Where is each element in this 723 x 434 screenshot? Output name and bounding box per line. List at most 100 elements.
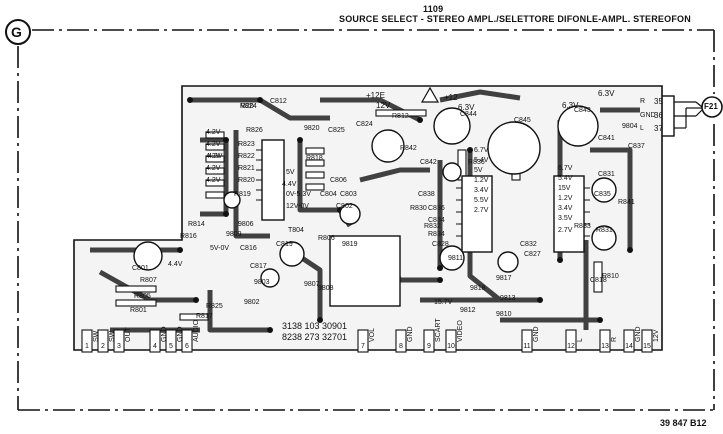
bottom-pin-number: 4: [153, 343, 157, 350]
component-designator: R805: [134, 293, 151, 300]
bottom-pin-number: 14: [625, 343, 633, 350]
bottom-pin-label: SCART: [435, 318, 442, 342]
supply-label: +12: [444, 93, 458, 102]
component-designator: C841: [598, 135, 615, 142]
component-designator: T804: [288, 227, 304, 234]
component-designator: C818: [590, 277, 607, 284]
bottom-pin-label: VIDEO: [457, 320, 464, 342]
connector-pin-number: 36: [654, 111, 663, 120]
ic-packages: [261, 139, 585, 307]
voltage-annotation: 2.7V: [558, 227, 573, 234]
voltage-annotation: 6.7V: [558, 165, 573, 172]
bottom-pin-number: 13: [601, 343, 609, 350]
bottom-pin-label: AUDIO: [193, 319, 200, 342]
bottom-connector-tabs: [81, 329, 653, 353]
voltage-annotation: 2.7V: [474, 207, 489, 214]
component-designator: R806: [318, 235, 335, 242]
warning-triangle-icon: [420, 86, 440, 103]
board-code-line-2: 8238 273 32701: [282, 332, 348, 342]
component-designator: C804: [320, 191, 337, 198]
voltage-annotation: 5V: [474, 167, 483, 174]
voltage-annotation: 3.5V: [558, 215, 573, 222]
component-designator: 9818: [470, 285, 486, 292]
component-designator: 9813: [500, 295, 516, 302]
component-designator: R819: [234, 191, 251, 198]
component-designator: C801: [132, 265, 149, 272]
voltage-annotation: 5.4V: [474, 157, 489, 164]
component-designator: 9819: [342, 241, 358, 248]
component-designator: 9803: [254, 279, 270, 286]
voltage-annotation: 5.5V: [474, 197, 489, 204]
voltage-annotation: 4.4V: [168, 261, 183, 268]
bottom-pin-label: GND: [533, 326, 540, 342]
diagram-title: SOURCE SELECT - STEREO AMPL./SELETTORE D…: [339, 14, 691, 24]
component-designator: R824: [240, 103, 257, 110]
bottom-pin-number: 7: [361, 343, 365, 350]
component-designator: C843: [574, 107, 591, 114]
supply-label: +12E: [366, 91, 385, 100]
voltage-annotation: 3.4V: [558, 205, 573, 212]
component-designator: R812: [392, 113, 409, 120]
voltage-annotation: 4.2V: [206, 153, 221, 160]
bottom-pin-label: SW: [93, 330, 100, 342]
connector-pin-number: 37: [654, 124, 663, 133]
component-designator: 9817: [496, 275, 512, 282]
bottom-pin-label: GND: [635, 326, 642, 342]
component-designator: 9807: [304, 281, 320, 288]
bottom-pin-label: GND: [161, 326, 168, 342]
bottom-pin-number: 3: [117, 343, 121, 350]
voltage-annotation: 3.4V: [474, 187, 489, 194]
bottom-pin-label: 12V: [653, 329, 660, 342]
component-designator: C819: [276, 241, 293, 248]
supply-label: 6.3V: [458, 103, 475, 112]
component-designator: R823: [238, 141, 255, 148]
voltage-annotation: 4.4V: [282, 181, 297, 188]
copper-pads: [177, 97, 633, 333]
component-designator: C834: [428, 217, 445, 224]
voltage-annotation: 1.2V: [474, 177, 489, 184]
component-designator: C825: [328, 127, 345, 134]
bottom-pin-number: 11: [523, 343, 530, 350]
component-designator: C835: [594, 191, 611, 198]
frame-marker-label: G: [11, 24, 22, 40]
bottom-pin-number: 9: [427, 343, 431, 350]
voltage-annotation: 6.7V: [474, 147, 489, 154]
component-designator: C816: [240, 245, 257, 252]
supply-label: 12V: [376, 101, 391, 110]
voltage-annotation: 5V: [286, 169, 295, 176]
bottom-pin-label: SW: [109, 330, 116, 342]
board-code-line-1: 3138 103 30901: [282, 321, 348, 331]
connector-marker-label: F21: [704, 102, 718, 111]
voltage-annotation: 1.2V: [558, 195, 573, 202]
component-designator: R842: [400, 145, 417, 152]
component-designator: 9811: [448, 255, 463, 262]
bottom-pin-number: 8: [399, 343, 403, 350]
bottom-pin-label: OUT: [125, 327, 132, 343]
component-designator: R801: [130, 307, 147, 314]
connector-pin-label: R: [640, 98, 645, 105]
component-designator: C817: [250, 263, 267, 270]
frame-marker: [5, 19, 31, 45]
bottom-pin-number: 5: [169, 343, 173, 350]
connector-pin-label: GND: [640, 112, 656, 119]
component-designator: 9808: [318, 285, 334, 292]
component-designator: R834: [428, 231, 445, 238]
component-designator: R814: [188, 221, 205, 228]
bottom-pin-number: 15: [643, 343, 651, 350]
bottom-pin-label: GND: [407, 326, 414, 342]
component-designator: 9820: [304, 125, 320, 132]
voltage-annotation: 4.2V: [206, 129, 221, 136]
component-designator: R832: [424, 223, 441, 230]
component-designator: 9812: [460, 307, 476, 314]
voltage-annotation: 4.2V: [208, 153, 223, 160]
component-designator: R841: [618, 199, 635, 206]
component-designator: C812: [270, 98, 287, 105]
component-designator: 9810: [496, 311, 512, 318]
voltage-annotation: 5.4V: [558, 175, 573, 182]
component-designator: C806: [330, 177, 347, 184]
footer-code: 39 847 B12: [660, 418, 707, 428]
supply-label: 6.3V: [598, 89, 615, 98]
component-designator: R833: [574, 223, 591, 230]
